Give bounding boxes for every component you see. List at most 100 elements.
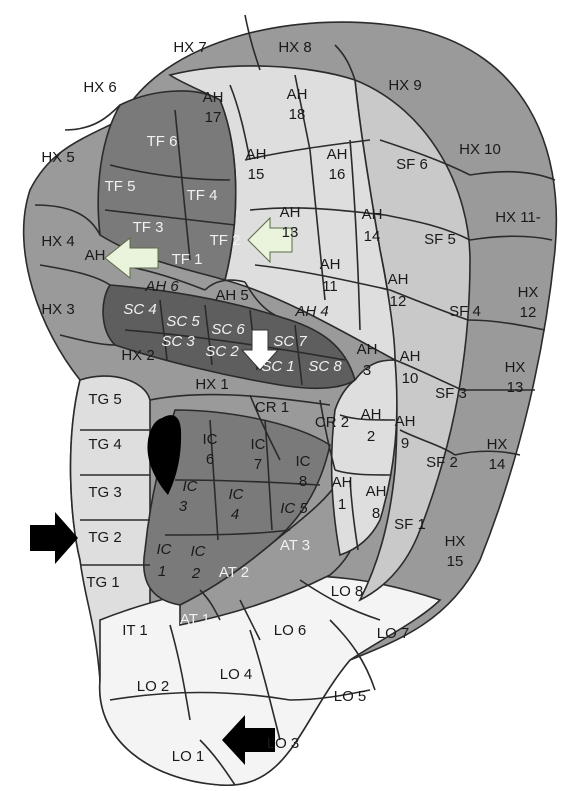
- label-ic7-b: 7: [254, 456, 262, 473]
- label-hx3: HX 3: [41, 301, 74, 318]
- label-hx7: HX 7: [173, 39, 206, 56]
- label-sf2: SF 2: [426, 454, 458, 471]
- label-ah13-b: 13: [282, 224, 299, 241]
- label-ah14-b: 14: [364, 228, 381, 245]
- label-ah12-b: 12: [390, 293, 407, 310]
- label-ic4-a: IC: [229, 486, 244, 503]
- label-ic2-b: 2: [191, 565, 201, 582]
- label-hx11: HX 11-: [495, 209, 541, 226]
- label-ah4: AH 4: [294, 303, 328, 320]
- label-tg2: TG 2: [88, 529, 121, 546]
- label-ah13-a: AH: [280, 204, 301, 221]
- label-hx15-a: HX: [445, 533, 466, 550]
- label-hx15-b: 15: [447, 553, 464, 570]
- label-lo1: LO 1: [172, 748, 205, 765]
- label-ic3-a: IC: [183, 478, 198, 495]
- label-hx12-a: HX: [518, 284, 539, 301]
- label-lo3: LO 3: [267, 735, 300, 752]
- label-hx4: HX 4: [41, 233, 74, 250]
- label-sf3: SF 3: [435, 385, 467, 402]
- label-ic6-b: 6: [206, 451, 214, 468]
- label-sc6: SC 6: [211, 321, 245, 338]
- label-ah1-a: AH: [332, 474, 353, 491]
- label-ah3-a: AH: [357, 341, 378, 358]
- label-ah2-b: 2: [367, 428, 375, 445]
- arrow-icon: [30, 512, 78, 564]
- label-lo8: LO 8: [331, 583, 364, 600]
- label-hx14-a: HX: [487, 436, 508, 453]
- label-ah15-b: 15: [248, 166, 265, 183]
- label-lo6: LO 6: [274, 622, 307, 639]
- label-ah8-a: AH: [366, 483, 387, 500]
- label-hx1: HX 1: [195, 376, 228, 393]
- label-ic7-a: IC: [251, 436, 266, 453]
- label-ic8-a: IC: [296, 453, 311, 470]
- label-ic2-a: IC: [191, 543, 206, 560]
- label-ah9-a: AH: [395, 413, 416, 430]
- label-ah2-a: AH: [361, 406, 382, 423]
- label-lo4: LO 4: [220, 666, 253, 683]
- label-hx13-b: 13: [507, 379, 524, 396]
- label-hx2: HX 2: [121, 347, 154, 364]
- label-hx13-a: HX: [505, 359, 526, 376]
- label-ic5: IC 5: [280, 500, 308, 517]
- label-ic1-b: 1: [158, 563, 166, 580]
- label-ah9-b: 9: [401, 435, 409, 452]
- label-at3: AT 3: [280, 537, 310, 554]
- label-hx5: HX 5: [41, 149, 74, 166]
- label-sc1: SC 1: [261, 358, 294, 375]
- label-hx14-b: 14: [489, 456, 506, 473]
- label-ah1-b: 1: [338, 496, 346, 513]
- label-sf1: SF 1: [394, 516, 426, 533]
- label-hx9: HX 9: [388, 77, 421, 94]
- label-lo2: LO 2: [137, 678, 170, 695]
- label-ah8-b: 8: [372, 505, 380, 522]
- label-tg3: TG 3: [88, 484, 121, 501]
- label-tg4: TG 4: [88, 436, 121, 453]
- label-ah12-a: AH: [388, 271, 409, 288]
- label-tf3: TF 3: [133, 219, 164, 236]
- label-ah18-a: AH: [287, 86, 308, 103]
- label-ic8-b: 8: [299, 473, 307, 490]
- label-ah5: AH 5: [215, 287, 248, 304]
- label-tf1: TF 1: [172, 251, 203, 268]
- label-lo7: LO 7: [377, 625, 410, 642]
- label-ah16-b: 16: [329, 166, 346, 183]
- label-at2: AT 2: [219, 564, 249, 581]
- label-lo5: LO 5: [334, 688, 367, 705]
- label-ah3-b: 3: [363, 362, 371, 379]
- label-cr2: CR 2: [315, 414, 349, 431]
- label-ic1-a: IC: [157, 541, 172, 558]
- label-ah17-b: 17: [205, 109, 222, 126]
- label-sc7: SC 7: [273, 333, 307, 350]
- label-ah14-a: AH: [362, 206, 383, 223]
- label-at1: AT 1: [180, 611, 210, 628]
- label-ah18-b: 18: [289, 106, 306, 123]
- label-ah11-a: AH: [320, 256, 341, 273]
- label-ic3-b: 3: [179, 498, 188, 515]
- label-ah10-a: AH: [400, 348, 421, 365]
- label-it1: IT 1: [122, 622, 148, 639]
- label-sc4: SC 4: [123, 301, 156, 318]
- label-ah16-a: AH: [327, 146, 348, 163]
- label-sc3: SC 3: [161, 333, 195, 350]
- label-tg1: TG 1: [86, 574, 119, 591]
- label-tf2: TF 2: [210, 232, 241, 249]
- label-sf6: SF 6: [396, 156, 428, 173]
- label-hx10: HX 10: [459, 141, 501, 158]
- label-sc2: SC 2: [205, 343, 239, 360]
- label-tf6: TF 6: [147, 133, 178, 150]
- label-sf4: SF 4: [449, 303, 481, 320]
- label-hx12-b: 12: [520, 304, 537, 321]
- label-tg5: TG 5: [88, 391, 121, 408]
- label-hx6: HX 6: [83, 79, 116, 96]
- label-ah15-a: AH: [246, 146, 267, 163]
- label-tf4: TF 4: [187, 187, 218, 204]
- label-ah11-b: 11: [322, 278, 338, 295]
- label-sc8: SC 8: [308, 358, 342, 375]
- label-ah10-b: 10: [402, 370, 419, 387]
- label-ah6: AH 6: [144, 278, 179, 295]
- label-tf5: TF 5: [105, 178, 136, 195]
- label-sf5: SF 5: [424, 231, 456, 248]
- label-ic6-a: IC: [203, 431, 218, 448]
